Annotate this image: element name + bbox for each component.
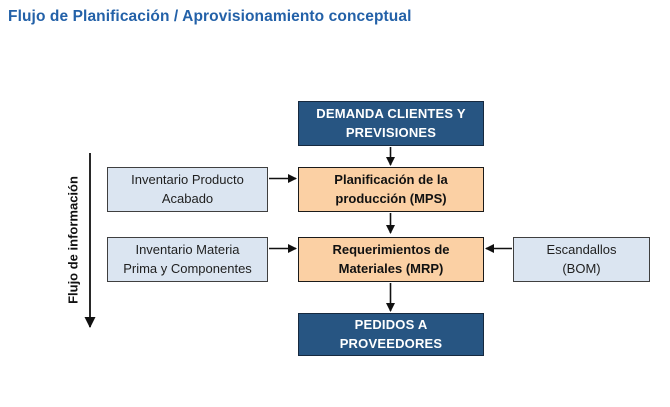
box-escandallos-bom: Escandallos (BOM) [513, 237, 650, 282]
box-planificacion-produccion-mps: Planificación de la producción (MPS) [298, 167, 484, 212]
box-demanda-clientes-previsiones: DEMANDA CLIENTES Y PREVISIONES [298, 101, 484, 146]
box-pedidos-proveedores: PEDIDOS A PROVEEDORES [298, 313, 484, 356]
box-inventario-materia-prima: Inventario Materia Prima y Componentes [107, 237, 268, 282]
page-title: Flujo de Planificación / Aprovisionamien… [8, 8, 412, 25]
box-inventario-producto-acabado: Inventario Producto Acabado [107, 167, 268, 212]
information-flow-label: Flujo de información [65, 176, 81, 304]
box-requerimientos-materiales-mrp: Requerimientos de Materiales (MRP) [298, 237, 484, 282]
